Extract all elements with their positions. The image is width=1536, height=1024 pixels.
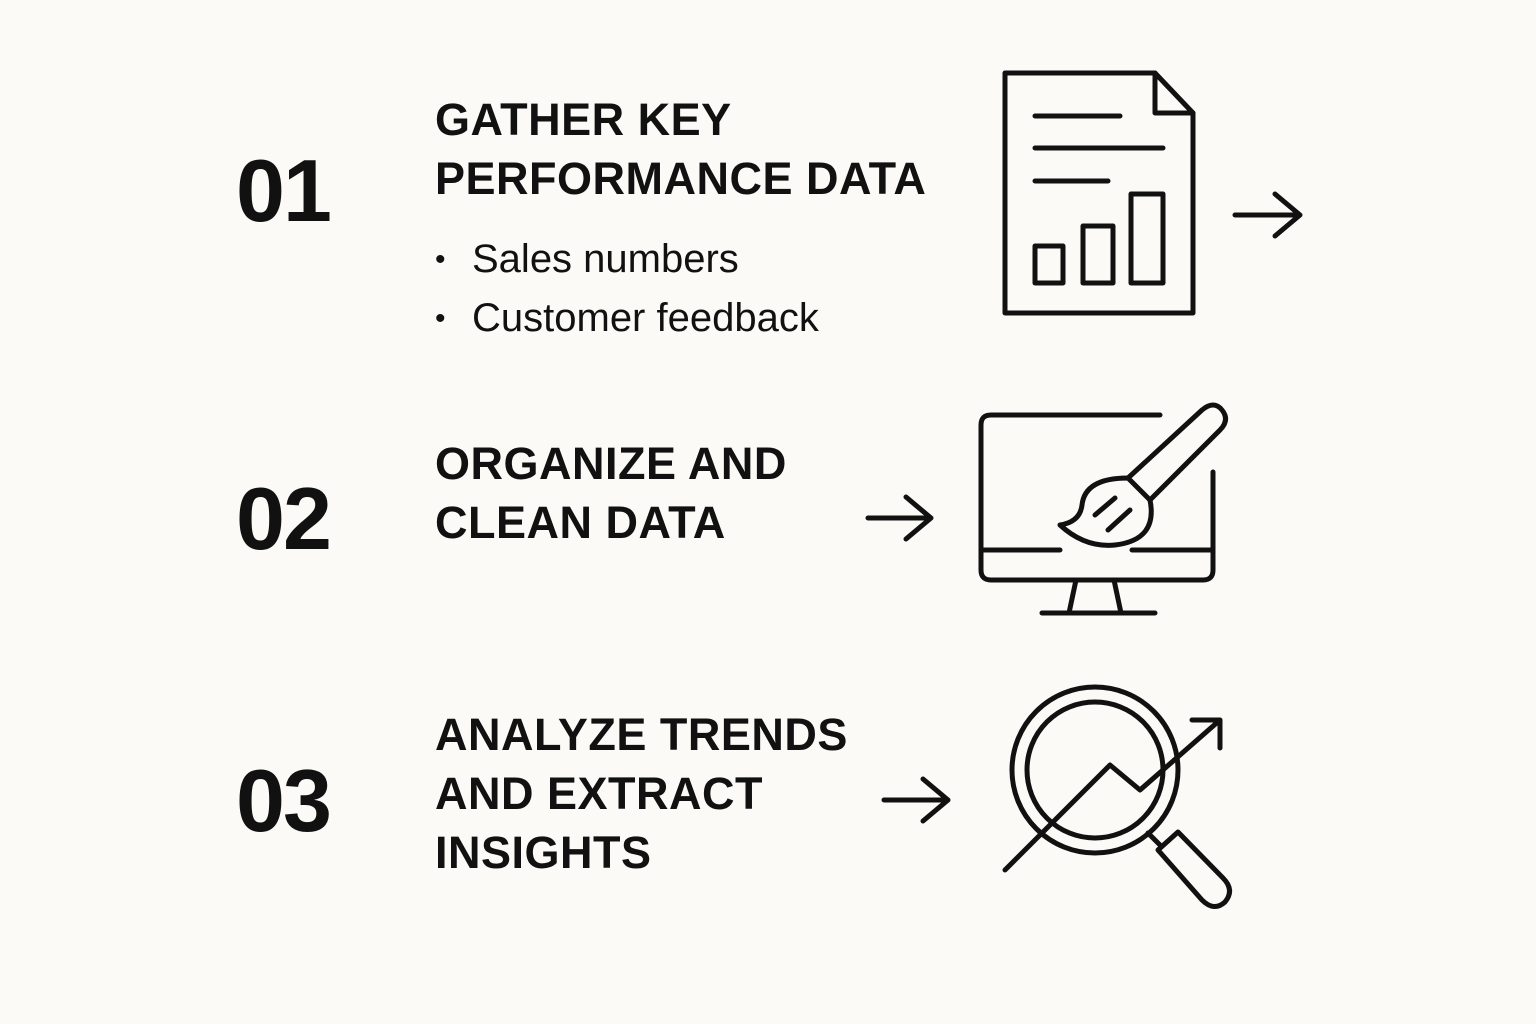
bullet-item: Sales numbers [435, 230, 819, 289]
step-title-line: ANALYZE TRENDS [435, 709, 848, 760]
step-number: 01 [236, 141, 332, 240]
step-number: 02 [236, 469, 332, 568]
step-title-line: AND EXTRACT [435, 768, 763, 819]
step-number: 03 [236, 751, 332, 850]
monitor-brush-icon [978, 402, 1228, 616]
step-title-line: ORGANIZE AND [435, 438, 787, 489]
report-document-icon [1002, 70, 1196, 316]
arrow-right-icon [1232, 191, 1303, 239]
step-title-line: INSIGHTS [435, 827, 652, 878]
arrow-right-icon [865, 494, 934, 542]
step-title-line: GATHER KEY [435, 94, 732, 145]
arrow-right-icon [881, 776, 951, 824]
step-title: ORGANIZE AND CLEAN DATA [435, 434, 787, 552]
bullet-item: Customer feedback [435, 289, 819, 348]
step-title: ANALYZE TRENDS AND EXTRACT INSIGHTS [435, 705, 848, 882]
magnifier-trend-icon [1002, 684, 1232, 909]
bullet-list: Sales numbers Customer feedback [435, 230, 819, 348]
step-title-line: PERFORMANCE DATA [435, 153, 927, 204]
step-title-line: CLEAN DATA [435, 497, 726, 548]
step-title: GATHER KEY PERFORMANCE DATA [435, 90, 926, 208]
